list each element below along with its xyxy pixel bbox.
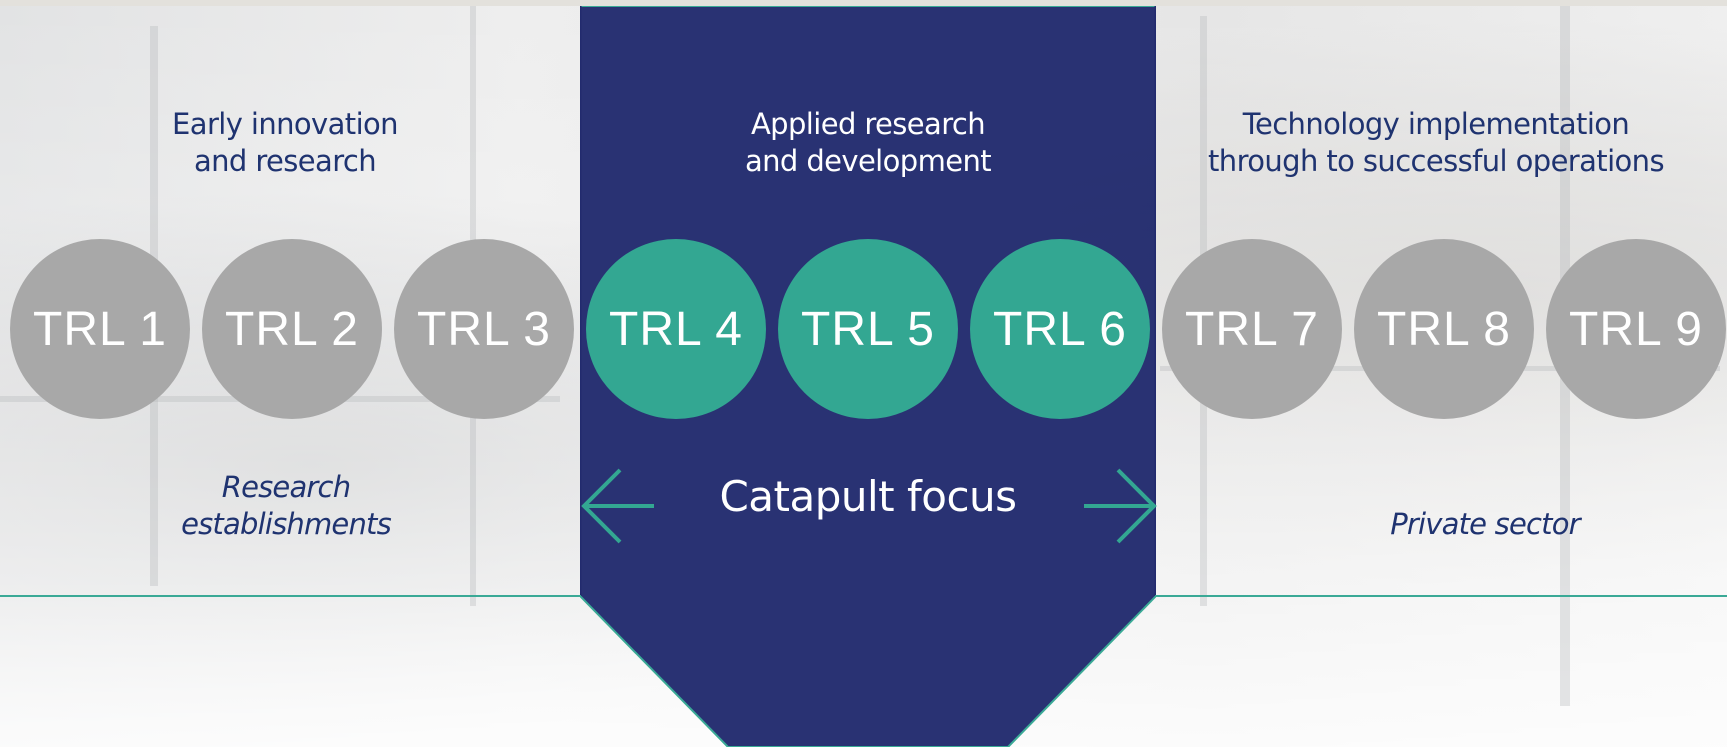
sector-private-sector: Private sector xyxy=(1390,507,1580,541)
heading-technology-implementation: Technology implementation through to suc… xyxy=(1208,107,1665,178)
trl-2-circle: TRL 2 xyxy=(202,239,382,419)
trl-7-circle: TRL 7 xyxy=(1162,239,1342,419)
trl-9-circle: TRL 9 xyxy=(1546,239,1726,419)
divider-line-right xyxy=(1155,595,1727,597)
divider-line-left xyxy=(0,595,581,597)
trl-5-circle: TRL 5 xyxy=(778,239,958,419)
arrow-left-icon xyxy=(581,468,654,544)
trl-1-circle: TRL 1 xyxy=(10,239,190,419)
heading-applied-research: Applied research and development xyxy=(744,107,992,178)
trl-8-circle: TRL 8 xyxy=(1354,239,1534,419)
heading-early-innovation: Early innovation and research xyxy=(172,107,399,178)
top-strip xyxy=(0,0,1727,6)
arrow-right-icon xyxy=(1084,468,1157,544)
trl-3-circle: TRL 3 xyxy=(394,239,574,419)
catapult-focus-label: Catapult focus xyxy=(719,472,1017,521)
trl-6-circle: TRL 6 xyxy=(970,239,1150,419)
trl-4-circle: TRL 4 xyxy=(586,239,766,419)
sector-research-establishments: Research establishments xyxy=(181,470,392,541)
